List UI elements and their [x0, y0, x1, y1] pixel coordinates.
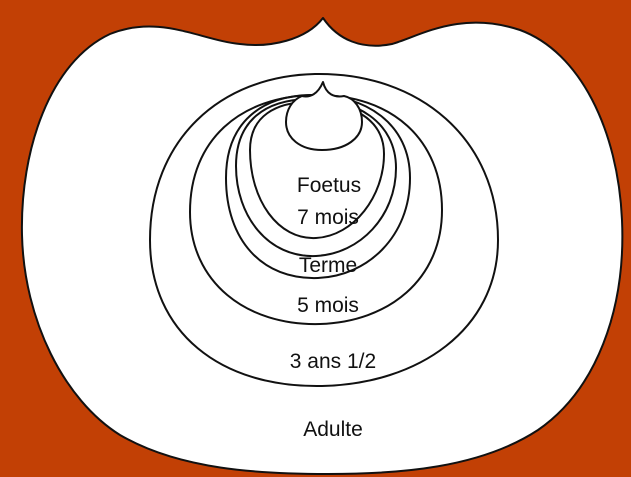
label-adulte: Adulte [303, 418, 363, 441]
label-5-mois: 5 mois [297, 294, 359, 317]
label-foetus: Foetus [297, 174, 361, 197]
label-7-mois: 7 mois [297, 206, 359, 229]
label-terme: Terme [299, 254, 357, 277]
label-3-ans-demi: 3 ans 1/2 [290, 350, 376, 373]
